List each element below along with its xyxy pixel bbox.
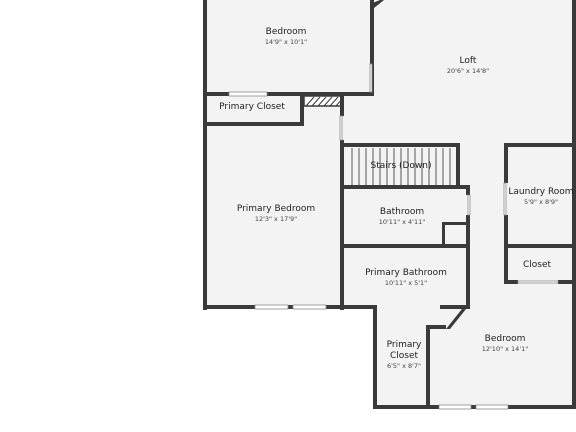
primary-closet-bottom-name-1: Primary <box>387 340 422 350</box>
loft-name: Loft <box>460 56 477 66</box>
bedroom-top-dims: 14'9" x 10'1" <box>265 38 307 46</box>
bathroom-name: Bathroom <box>380 207 424 217</box>
bedroom-top-name: Bedroom <box>266 27 307 37</box>
stairs-name: Stairs (Down) <box>370 161 431 171</box>
laundry-dims: 5'9" x 8'9" <box>524 198 558 206</box>
primary-closet-bottom-name-2: Closet <box>390 351 419 361</box>
primary-bathroom-dims: 10'11" x 5'1" <box>385 279 427 287</box>
loft-dims: 20'6" x 14'8" <box>447 67 489 75</box>
bedroom-bottom-name: Bedroom <box>485 334 526 344</box>
primary-closet-bottom-dims: 6'5" x 8'7" <box>387 362 421 370</box>
windows <box>228 63 559 410</box>
primary-bedroom-name: Primary Bedroom <box>237 204 315 214</box>
primary-bedroom-dims: 12'3" x 17'9" <box>255 215 297 223</box>
bathroom-dims: 10'11" x 4'11" <box>379 218 425 226</box>
walls <box>203 0 576 409</box>
stairs <box>351 148 451 187</box>
closet-name: Closet <box>523 260 552 270</box>
primary-closet-top-name: Primary Closet <box>219 102 285 112</box>
bedroom-bottom-dims: 12'10" x 14'1" <box>482 345 528 353</box>
primary-bathroom-name: Primary Bathroom <box>365 268 447 278</box>
laundry-name: Laundry Room <box>508 187 573 197</box>
room-labels: Bedroom 14'9" x 10'1" Loft 20'6" x 14'8"… <box>219 27 573 370</box>
